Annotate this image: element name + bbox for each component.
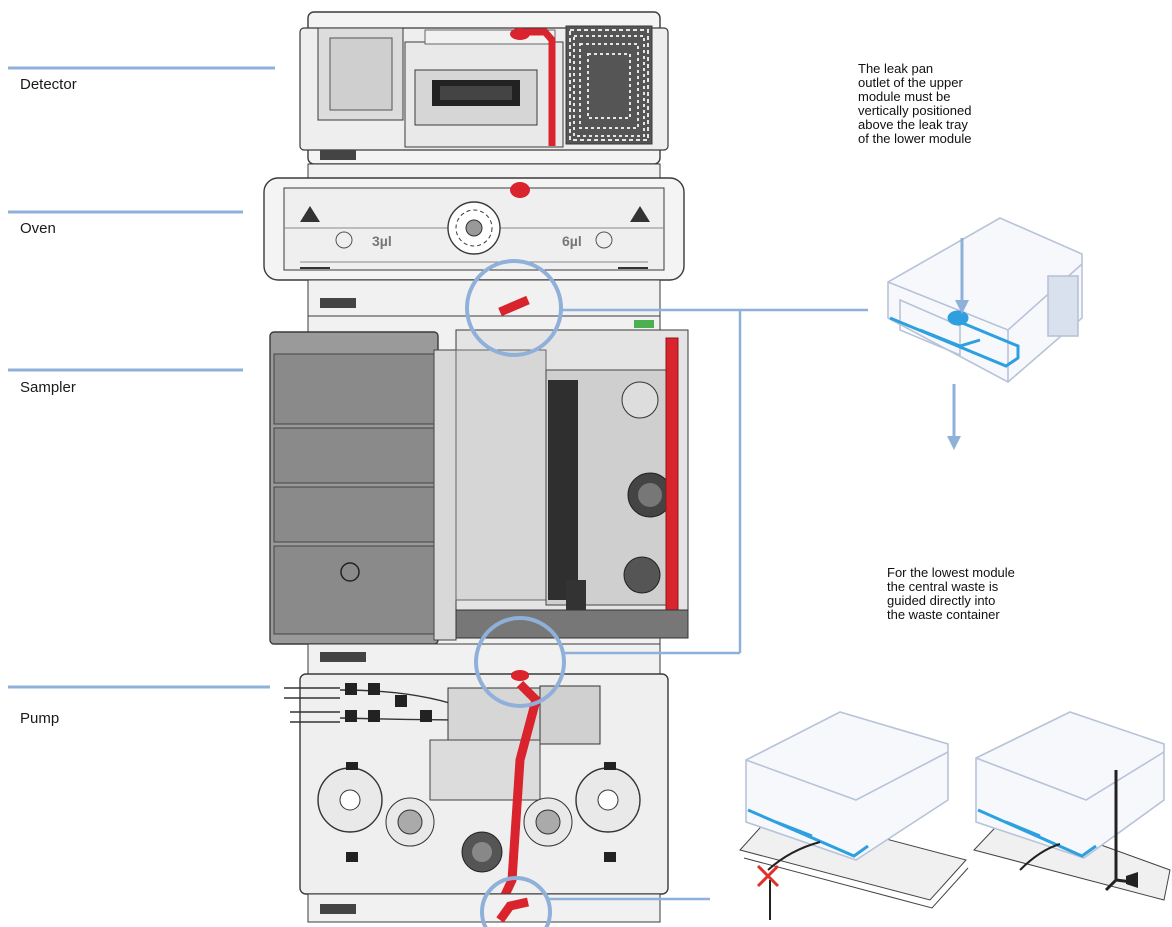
oven-volume-left: 3µl [372, 233, 392, 249]
sampler-door [269, 331, 457, 645]
pump-valve-blocks [345, 683, 432, 722]
pump-label: Pump [20, 710, 60, 727]
upper-module-schematic [887, 217, 1083, 383]
warning-triangle-icon [300, 206, 320, 222]
upper-module-tray [889, 310, 1020, 368]
lowest-module-note: For the lowest module the central waste … [887, 565, 1015, 622]
lowest-module-wrong [739, 711, 969, 920]
sampler-label: Sampler [20, 379, 76, 396]
oven-module: 3µl 6µl [263, 177, 685, 317]
pump-module [284, 673, 669, 923]
sampler-module [269, 315, 689, 680]
oven-volume-right: 6µl [562, 233, 582, 249]
lowest-module-correct [973, 711, 1171, 901]
detector-leak-tube [515, 28, 556, 146]
x-mark-icon [756, 864, 780, 888]
detector-label: Detector [20, 76, 77, 93]
oven-heat-exchanger [447, 201, 501, 255]
oven-label: Oven [20, 220, 56, 237]
pump-outlet-circle [480, 876, 552, 927]
module-label-lines [8, 66, 275, 689]
sampler-outlet-circle [474, 616, 566, 708]
pump-waste-tube [493, 680, 542, 912]
pump-heads [317, 767, 641, 873]
detector-module [299, 11, 669, 179]
warning-triangle-icon [630, 206, 650, 222]
upper-module-note: The leak pan outlet of the upper module … [858, 61, 972, 146]
leak-outlet-highlights [465, 259, 566, 927]
detector-grille [565, 25, 653, 145]
oven-outlet-circle [465, 259, 563, 357]
connector-lines [548, 308, 868, 901]
